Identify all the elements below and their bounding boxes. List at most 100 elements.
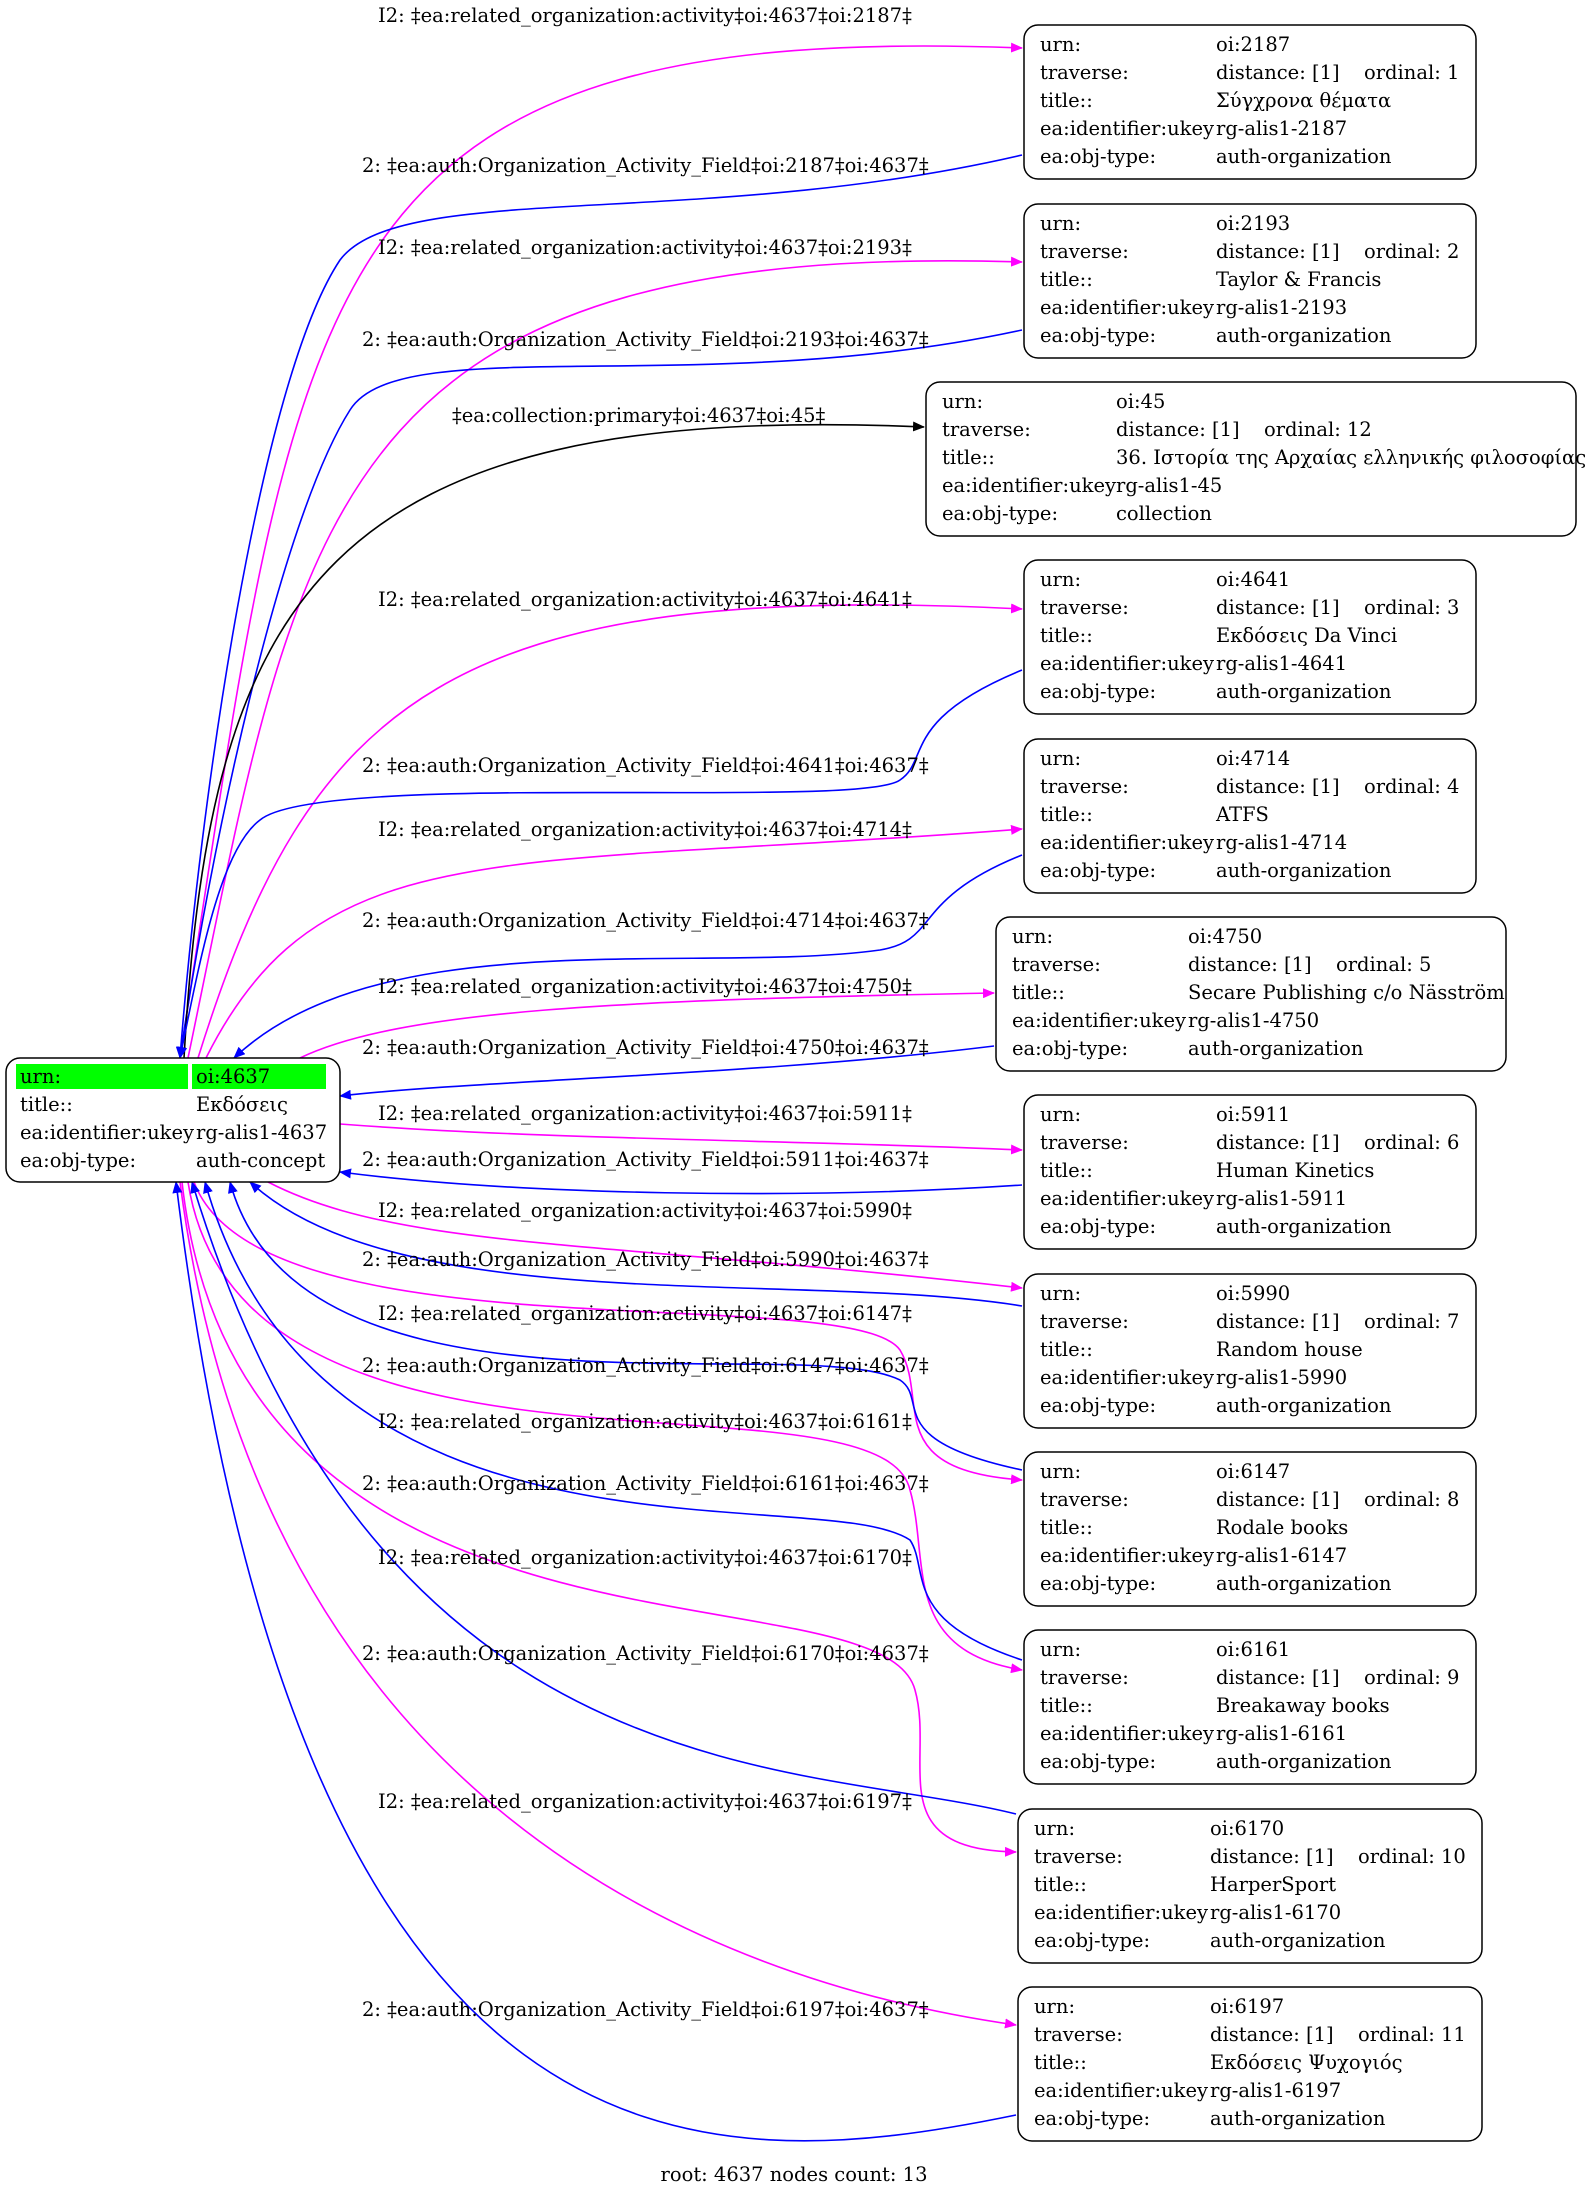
- node-row-key: title::: [1040, 1516, 1093, 1539]
- node-oi-6161[interactable]: urn:traverse:title::ea:identifier:ukeyea…: [1023, 1629, 1477, 1785]
- node-row-key: traverse:: [1040, 775, 1129, 798]
- node-row-key: ea:identifier:ukey: [1034, 2079, 1208, 2102]
- node-row-value: oi:2187: [1216, 33, 1290, 56]
- node-row-key: ea:identifier:ukey: [1040, 1722, 1214, 1745]
- node-row-key: ea:obj-type:: [1040, 1394, 1156, 1417]
- edge-label-activity: I2: ‡ea:related_organization:activity‡oi…: [378, 1199, 912, 1222]
- node-row-value: oi:45: [1116, 390, 1165, 413]
- node-row-value: distance: [1]: [1216, 1666, 1340, 1689]
- node-row-value: oi:4750: [1188, 925, 1262, 948]
- node-row-key: ea:obj-type:: [1040, 1215, 1156, 1238]
- edges-layer: [172, 42, 1023, 2142]
- node-row-key: urn:: [1034, 1995, 1075, 2018]
- edge-label-activity: I2: ‡ea:related_organization:activity‡oi…: [378, 1102, 912, 1125]
- node-ordinal: ordinal: 5: [1336, 953, 1431, 976]
- node-oi-4750[interactable]: urn:traverse:title::ea:identifier:ukeyea…: [995, 916, 1507, 1072]
- edge-label-collection: ‡ea:collection:primary‡oi:4637‡oi:45‡: [452, 404, 826, 427]
- node-row-value: oi:6161: [1216, 1638, 1290, 1661]
- node-row-value: oi:5990: [1216, 1282, 1290, 1305]
- edge-activity: [299, 988, 995, 1059]
- node-oi-2193[interactable]: urn:traverse:title::ea:identifier:ukeyea…: [1023, 203, 1477, 359]
- root-node[interactable]: urn:oi:4637title::Εκδόσειςea:identifier:…: [5, 1057, 341, 1183]
- node-oi-6147[interactable]: urn:traverse:title::ea:identifier:ukeyea…: [1023, 1451, 1477, 1607]
- node-oi-5911[interactable]: urn:traverse:title::ea:identifier:ukeyea…: [1023, 1094, 1477, 1250]
- edge-label-activity: I2: ‡ea:related_organization:activity‡oi…: [378, 1546, 912, 1569]
- node-row-key: ea:obj-type:: [1034, 1929, 1150, 1952]
- node-row-value: Rodale books: [1216, 1516, 1348, 1539]
- node-row-value: rg-alis1-4750: [1188, 1009, 1319, 1032]
- edge-label-activity: I2: ‡ea:related_organization:activity‡oi…: [378, 1790, 912, 1813]
- node-row-key: title::: [1040, 1338, 1093, 1361]
- node-row-value: oi:6170: [1210, 1817, 1284, 1840]
- node-oi-4714[interactable]: urn:traverse:title::ea:identifier:ukeyea…: [1023, 738, 1477, 894]
- node-row-value: auth-organization: [1216, 1215, 1392, 1238]
- node-row-value: ATFS: [1215, 803, 1269, 826]
- node-row-value: distance: [1]: [1216, 61, 1340, 84]
- edge-label-activity: I2: ‡ea:related_organization:activity‡oi…: [378, 236, 912, 259]
- node-row-key: traverse:: [1040, 1310, 1129, 1333]
- node-oi-6197[interactable]: urn:traverse:title::ea:identifier:ukeyea…: [1017, 1986, 1483, 2142]
- node-row-key: ea:identifier:ukey: [1034, 1901, 1208, 1924]
- node-row-value: Random house: [1216, 1338, 1363, 1361]
- node-row-value: auth-organization: [1216, 1750, 1392, 1773]
- node-row-value: distance: [1]: [1188, 953, 1312, 976]
- edge-label-field: 2: ‡ea:auth:Organization_Activity_Field‡…: [362, 1036, 929, 1059]
- root-row-value: Εκδόσεις: [196, 1093, 288, 1116]
- node-oi-6170[interactable]: urn:traverse:title::ea:identifier:ukeyea…: [1017, 1808, 1483, 1964]
- node-row-value: rg-alis1-4714: [1216, 831, 1347, 854]
- node-row-value: distance: [1]: [1210, 1845, 1334, 1868]
- edge-label-field: 2: ‡ea:auth:Organization_Activity_Field‡…: [362, 754, 929, 777]
- node-row-key: traverse:: [1040, 1666, 1129, 1689]
- node-row-key: urn:: [1034, 1817, 1075, 1840]
- node-oi-45[interactable]: urn:traverse:title::ea:identifier:ukeyea…: [925, 381, 1586, 537]
- node-row-value: oi:6197: [1210, 1995, 1284, 2018]
- node-row-value: Secare Publishing c/o Näsström: [1188, 981, 1505, 1004]
- edge-activity: [205, 824, 1023, 1059]
- node-oi-5990[interactable]: urn:traverse:title::ea:identifier:ukeyea…: [1023, 1273, 1477, 1429]
- node-row-key: ea:identifier:ukey: [1040, 1187, 1214, 1210]
- node-row-key: urn:: [1040, 1103, 1081, 1126]
- edge-label-activity: I2: ‡ea:related_organization:activity‡oi…: [378, 818, 912, 841]
- node-oi-4641[interactable]: urn:traverse:title::ea:identifier:ukeyea…: [1023, 559, 1477, 715]
- node-row-value: auth-organization: [1216, 859, 1392, 882]
- node-oi-2187[interactable]: urn:traverse:title::ea:identifier:ukeyea…: [1023, 24, 1477, 180]
- node-row-value: 36. Ιστορία της Αρχαίας ελληνικής φιλοσο…: [1116, 446, 1586, 469]
- root-row-value: rg-alis1-4637: [196, 1121, 327, 1144]
- node-row-value: rg-alis1-6161: [1216, 1722, 1347, 1745]
- edge-label-activity: I2: ‡ea:related_organization:activity‡oi…: [378, 588, 912, 611]
- edge-activity: [267, 1181, 1023, 1292]
- node-row-key: urn:: [1040, 33, 1081, 56]
- node-row-value: auth-organization: [1210, 1929, 1386, 1952]
- node-row-key: urn:: [1040, 747, 1081, 770]
- edge-label-field: 2: ‡ea:auth:Organization_Activity_Field‡…: [362, 154, 929, 177]
- node-row-value: auth-organization: [1188, 1037, 1364, 1060]
- node-row-key: urn:: [1040, 1282, 1081, 1305]
- node-row-value: rg-alis1-6170: [1210, 1901, 1341, 1924]
- root-row-value: auth-concept: [196, 1149, 325, 1172]
- node-row-value: Taylor & Francis: [1216, 268, 1381, 291]
- edge-label-field: 2: ‡ea:auth:Organization_Activity_Field‡…: [362, 1248, 929, 1271]
- node-row-value: distance: [1]: [1216, 1488, 1340, 1511]
- edge-label-field: 2: ‡ea:auth:Organization_Activity_Field‡…: [362, 328, 929, 351]
- node-ordinal: ordinal: 7: [1364, 1310, 1459, 1333]
- node-row-key: traverse:: [1040, 596, 1129, 619]
- nodes-layer: urn:oi:4637title::Εκδόσειςea:identifier:…: [5, 24, 1586, 2142]
- node-row-value: auth-organization: [1216, 145, 1392, 168]
- node-row-key: urn:: [1040, 212, 1081, 235]
- node-row-key: traverse:: [1040, 61, 1129, 84]
- node-row-key: ea:identifier:ukey: [1040, 1544, 1214, 1567]
- edge-label-field: 2: ‡ea:auth:Organization_Activity_Field‡…: [362, 1998, 929, 2021]
- node-ordinal: ordinal: 10: [1358, 1845, 1466, 1868]
- node-row-key: title::: [942, 446, 995, 469]
- node-row-key: ea:identifier:ukey: [1012, 1009, 1186, 1032]
- edge-activity: [181, 1181, 1017, 1857]
- node-row-value: rg-alis1-2187: [1216, 117, 1347, 140]
- node-row-value: oi:4641: [1216, 568, 1290, 591]
- edge-label-activity: I2: ‡ea:related_organization:activity‡oi…: [378, 1302, 912, 1325]
- node-row-value: distance: [1]: [1216, 775, 1340, 798]
- node-row-key: ea:obj-type:: [1040, 145, 1156, 168]
- edge-field: [172, 1181, 1017, 2142]
- node-row-value: rg-alis1-45: [1116, 474, 1222, 497]
- node-row-value: auth-organization: [1210, 2107, 1386, 2130]
- root-urn-value-highlight: [192, 1064, 326, 1089]
